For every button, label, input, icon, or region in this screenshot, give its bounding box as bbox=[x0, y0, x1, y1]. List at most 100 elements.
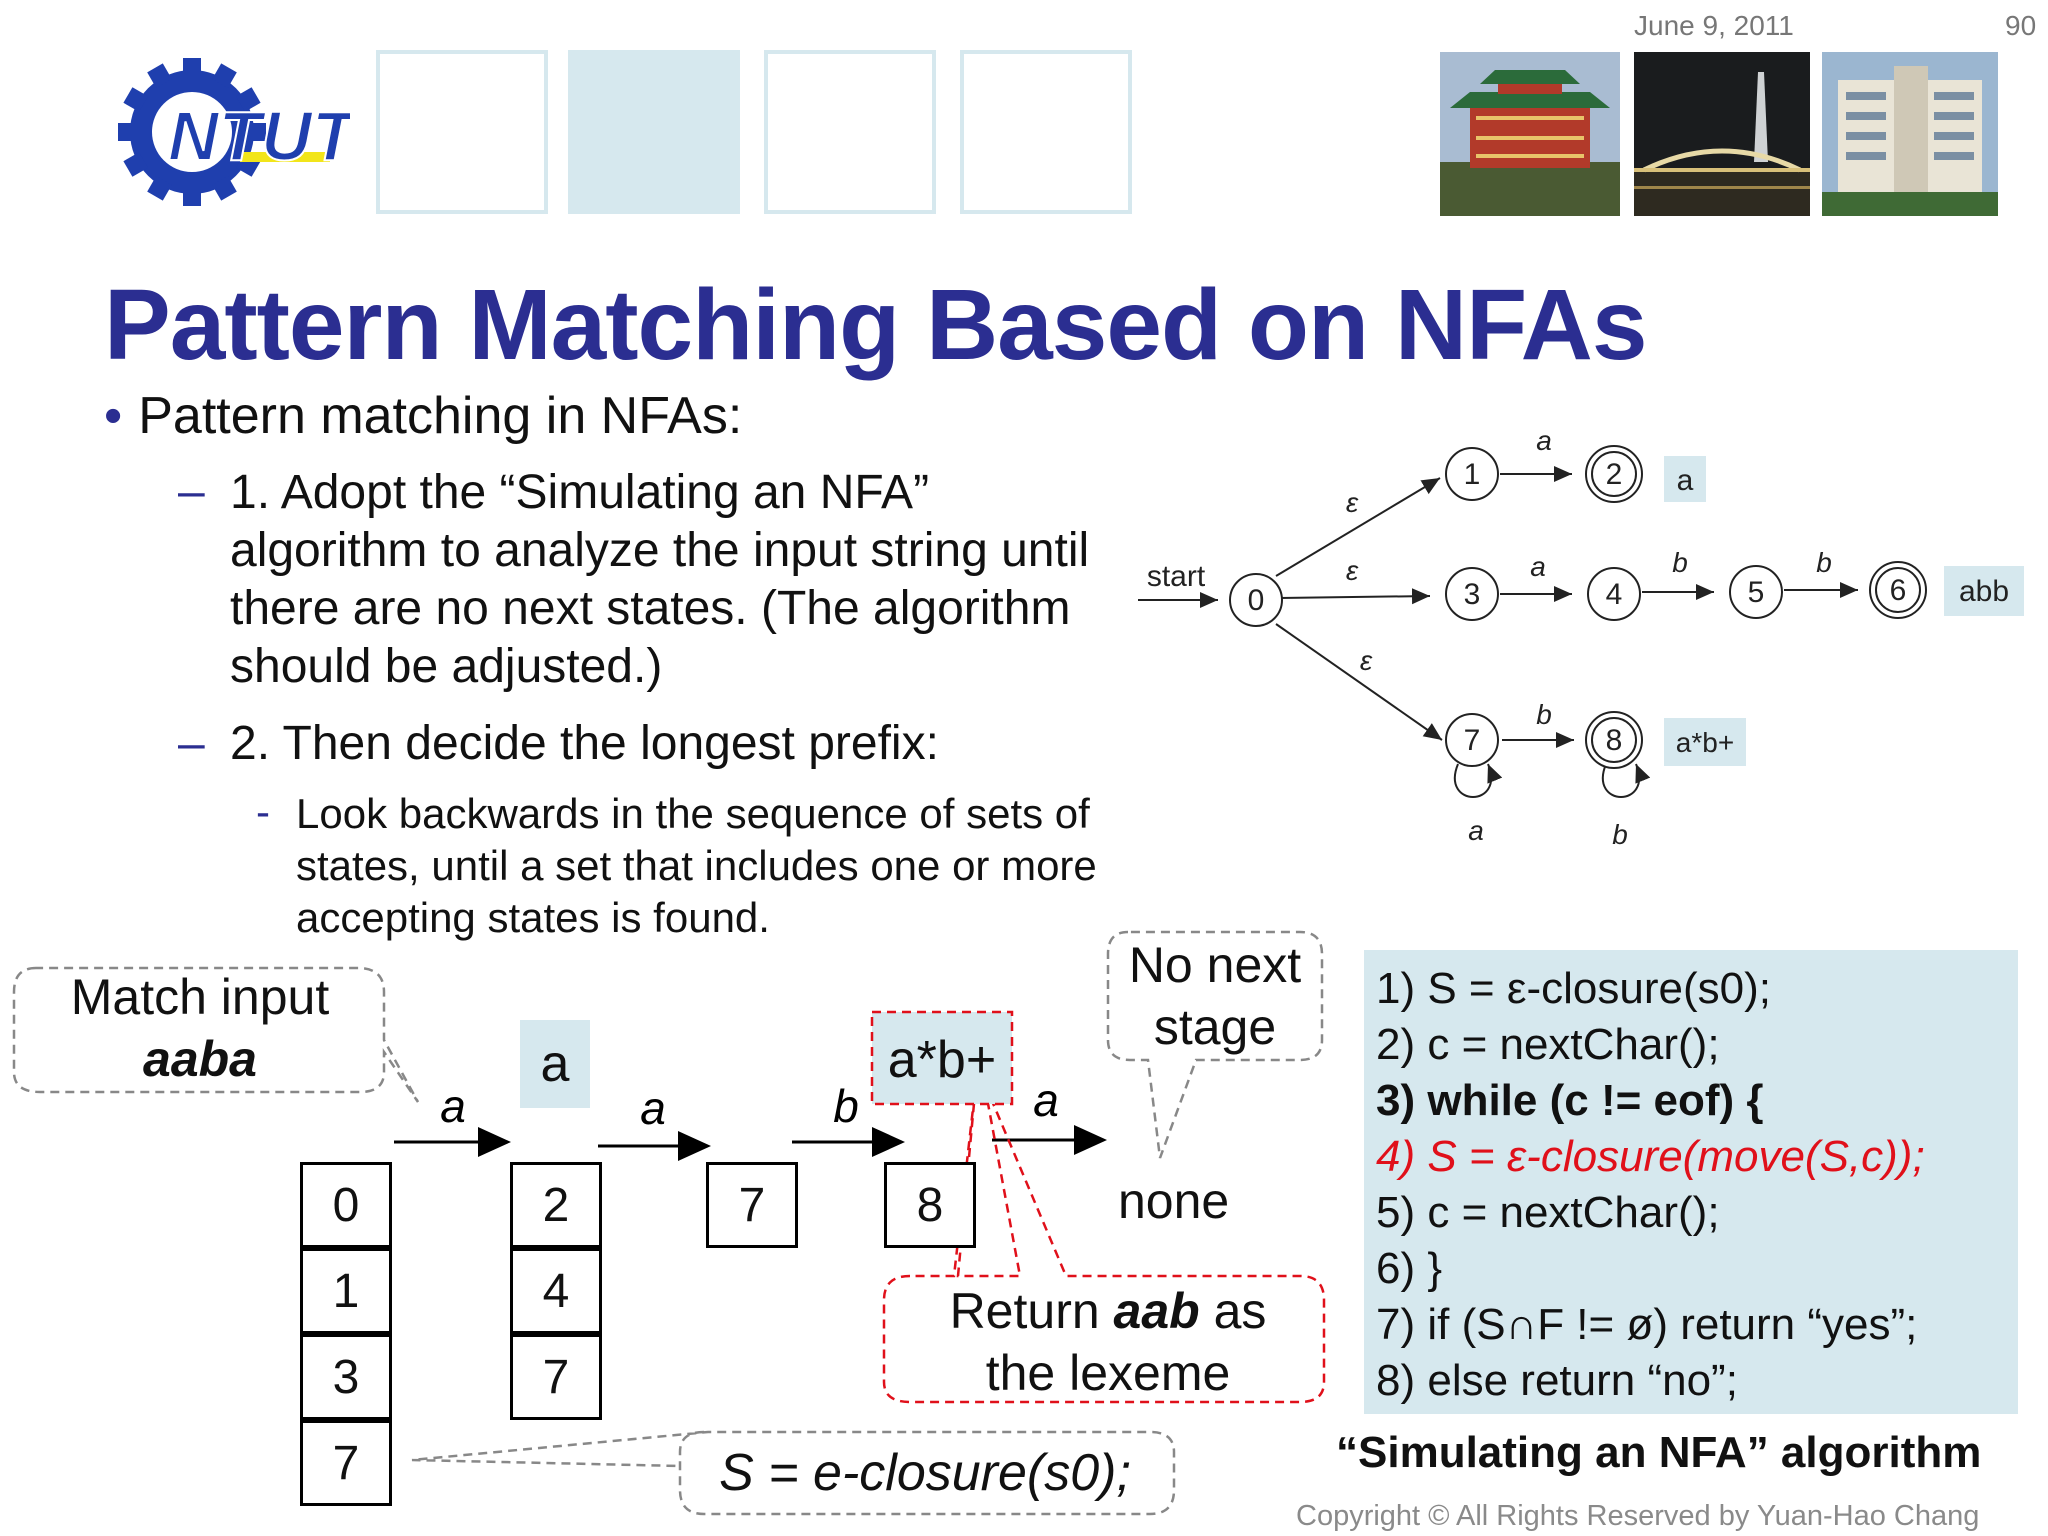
header-square-3 bbox=[764, 50, 936, 214]
header-square-4 bbox=[960, 50, 1132, 214]
bullet-step2: 2. Then decide the longest prefix: bbox=[230, 717, 939, 770]
photo-campus-building bbox=[1822, 52, 1998, 216]
bullet-level1: • Pattern matching in NFAs: bbox=[104, 386, 742, 446]
match-input-line1: Match input bbox=[70, 969, 330, 1025]
return-suffix: as bbox=[1199, 1283, 1267, 1339]
sim-col3-cell-0: 7 bbox=[706, 1162, 798, 1248]
nfa-edge-label-b45: b bbox=[1672, 547, 1688, 578]
sim-col2-cell-0: 2 bbox=[510, 1162, 602, 1248]
algo-line-1: 1) S = ε-closure(s0); bbox=[1376, 964, 1771, 1013]
nfa-state-label-1: 1 bbox=[1464, 458, 1481, 491]
nfa-state-3 bbox=[1445, 567, 1499, 621]
bullet-step1: 1. Adopt the “Simulating an NFA” algorit… bbox=[230, 466, 1090, 693]
nfa-loop-label-8: b bbox=[1612, 819, 1628, 850]
match-input-string: aaba bbox=[143, 1031, 257, 1087]
nfa-state-label-2: 2 bbox=[1606, 458, 1623, 491]
nfa-state-8 bbox=[1585, 711, 1643, 769]
sim-label-3: b bbox=[833, 1080, 859, 1132]
return-line2: the lexeme bbox=[985, 1345, 1231, 1401]
sim-none-label: none bbox=[1118, 1173, 1230, 1229]
algo-line-5: 5) c = nextChar(); bbox=[1376, 1188, 1720, 1237]
nfa-loop-label-7: a bbox=[1468, 815, 1484, 846]
nfa-state-label-8: 8 bbox=[1606, 724, 1623, 757]
sim-col1-cell-3: 7 bbox=[300, 1420, 392, 1506]
sim-col2-cell-2: 7 bbox=[510, 1334, 602, 1420]
no-next-line1: No next bbox=[1128, 937, 1302, 993]
nfa-state-7 bbox=[1445, 713, 1499, 767]
algorithm-box bbox=[1364, 950, 2018, 1414]
nfa-state-5 bbox=[1729, 565, 1783, 619]
nfa-state-1 bbox=[1445, 447, 1499, 501]
nfa-tag-ab: a*b+ bbox=[1676, 727, 1734, 758]
s-closure-callout-shape bbox=[411, 1430, 1176, 1516]
algo-line-7: 7) if (S∩F != ø) return “yes”; bbox=[1376, 1300, 1918, 1349]
sim-col4-cell-0: 8 bbox=[884, 1162, 976, 1248]
nfa-edge-label-b78: b bbox=[1536, 699, 1552, 730]
nfa-edge-label-a34: a bbox=[1530, 551, 1546, 582]
slide-title: Pattern Matching Based on NFAs bbox=[104, 269, 1647, 381]
no-next-line2: stage bbox=[1153, 999, 1277, 1055]
header-square-2 bbox=[568, 50, 740, 214]
sim-label-2: a bbox=[640, 1082, 666, 1134]
nfa-state-label-3: 3 bbox=[1464, 578, 1481, 611]
match-input-callout: Match input aaba bbox=[20, 966, 380, 1090]
bullet-dash-1: – bbox=[178, 465, 205, 518]
algo-line-2: 2) c = nextChar(); bbox=[1376, 1020, 1720, 1069]
slide-page-number: 90 bbox=[2005, 10, 2037, 41]
university-logo: NTUT bbox=[110, 48, 361, 208]
nfa-state-label-5: 5 bbox=[1748, 576, 1765, 609]
nfa-state-label-7: 7 bbox=[1464, 724, 1481, 757]
nfa-edge-label-b56: b bbox=[1816, 547, 1832, 578]
bullet-dot: • bbox=[104, 387, 123, 445]
svg-text:NTUT: NTUT bbox=[168, 97, 350, 175]
bullet-dash-3: - bbox=[256, 788, 270, 835]
nfa-edge-label-e01: ε bbox=[1346, 487, 1359, 518]
nfa-tag-bg-abb bbox=[1944, 566, 2024, 616]
nfa-state-2 bbox=[1585, 445, 1643, 503]
no-next-stage-callout: No next stage bbox=[1110, 934, 1320, 1058]
s-closure-callout: S = e-closure(s0); bbox=[719, 1444, 1131, 1502]
nfa-tag-bg-a bbox=[1664, 456, 1706, 502]
sim-col1-cell-2: 3 bbox=[300, 1334, 392, 1420]
nfa-state-0 bbox=[1229, 573, 1283, 627]
nfa-edge-label-a12: a bbox=[1536, 425, 1552, 456]
nfa-loop-7 bbox=[1454, 763, 1503, 798]
bullet-level1-text: Pattern matching in NFAs: bbox=[138, 387, 743, 445]
tag-ab-highlight bbox=[870, 1010, 1014, 1106]
nfa-edge-0-3 bbox=[1279, 588, 1431, 605]
sim-tag-a: a bbox=[520, 1020, 590, 1108]
match-input-callout-shape bbox=[12, 966, 420, 1103]
nfa-edge-label-e03: ε bbox=[1346, 555, 1359, 586]
sim-col2-cell-1: 4 bbox=[510, 1248, 602, 1334]
slide-date: June 9, 2011 bbox=[1634, 10, 1794, 41]
return-prefix: Return bbox=[949, 1283, 1114, 1339]
nfa-tag-bg-ab bbox=[1664, 718, 1746, 766]
sim-col1-cell-1: 1 bbox=[300, 1248, 392, 1334]
bullet-step2-sub: Look backwards in the sequence of sets o… bbox=[296, 790, 1097, 941]
return-callout-shape bbox=[882, 1081, 1326, 1404]
nfa-edge-0-7 bbox=[1275, 623, 1443, 741]
nfa-state-6 bbox=[1869, 561, 1927, 619]
nfa-state-label-0: 0 bbox=[1248, 584, 1265, 617]
nfa-edge-label-e07: ε bbox=[1360, 645, 1373, 676]
return-lexeme: aab bbox=[1113, 1283, 1200, 1339]
header-square-1 bbox=[376, 50, 548, 214]
photo-palace bbox=[1440, 52, 1620, 216]
algo-line-4: 4) S = ε-closure(move(S,c)); bbox=[1376, 1132, 1925, 1181]
no-next-stage-callout-shape bbox=[1106, 930, 1324, 1159]
nfa-loop-8 bbox=[1602, 763, 1651, 798]
sim-label-4: a bbox=[1033, 1074, 1059, 1126]
nfa-tag-abb: abb bbox=[1959, 575, 2009, 608]
algo-line-8: 8) else return “no”; bbox=[1376, 1356, 1738, 1405]
nfa-state-4 bbox=[1587, 567, 1641, 621]
algo-line-3: 3) while (c != eof) { bbox=[1376, 1076, 1764, 1125]
sim-tag-ab: a*b+ bbox=[887, 1031, 997, 1089]
nfa-edge-0-1 bbox=[1275, 477, 1441, 577]
bullet-dash-2: – bbox=[178, 717, 205, 770]
photo-night-bridge bbox=[1634, 52, 1810, 216]
nfa-state-label-4: 4 bbox=[1606, 578, 1623, 611]
sim-label-1: a bbox=[440, 1080, 466, 1132]
copyright-footer: Copyright © All Rights Reserved by Yuan-… bbox=[1296, 1500, 1980, 1532]
nfa-tag-a: a bbox=[1677, 464, 1694, 497]
